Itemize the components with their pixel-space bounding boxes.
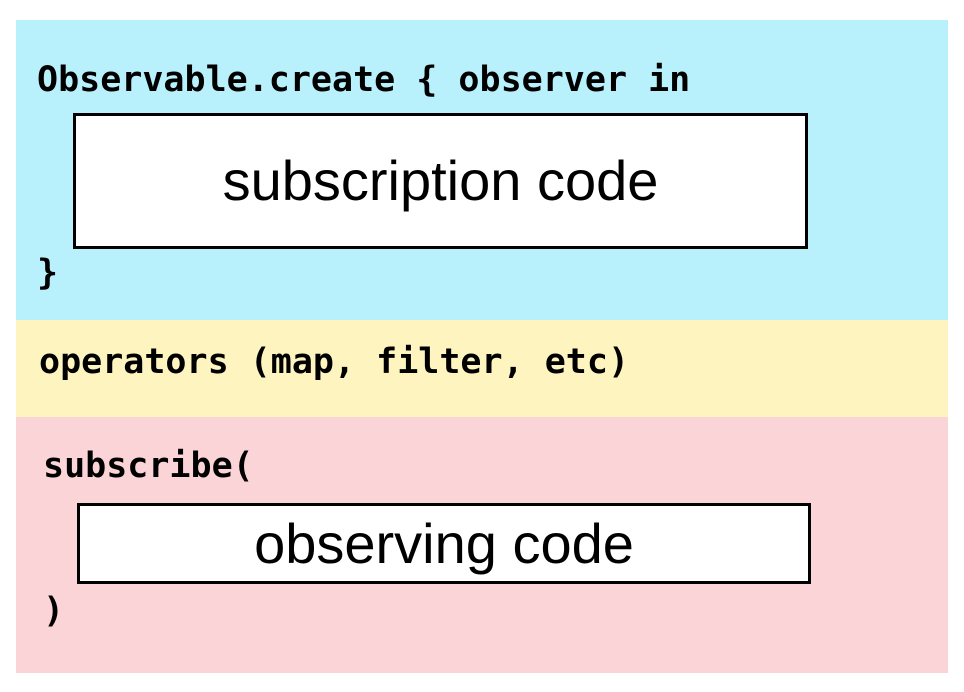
observable-create-close-brace: } xyxy=(37,253,59,293)
observable-create-section: Observable.create { observer in subscrip… xyxy=(16,20,948,320)
observable-create-open-line: Observable.create { observer in xyxy=(37,60,691,100)
subscribe-open-line: subscribe( xyxy=(43,446,254,486)
operators-section: operators (map, filter, etc) xyxy=(16,320,948,417)
observing-code-box: observing code xyxy=(77,503,811,584)
observing-code-label: observing code xyxy=(254,511,634,575)
subscription-code-label: subscription code xyxy=(222,149,659,212)
operators-line: operators (map, filter, etc) xyxy=(39,342,630,382)
subscribe-section: subscribe( observing code ) xyxy=(16,417,948,673)
subscription-code-box: subscription code xyxy=(73,113,808,249)
subscribe-close-paren: ) xyxy=(43,591,65,631)
